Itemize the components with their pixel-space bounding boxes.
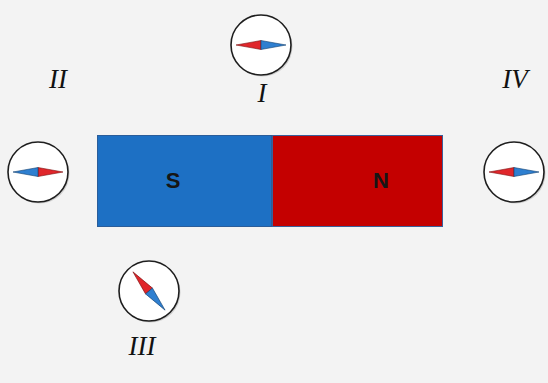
compass-needle <box>236 41 286 50</box>
compass <box>231 15 293 77</box>
compass-label: I <box>258 80 267 107</box>
magnet-south-pole: S <box>97 135 272 227</box>
compass-case <box>484 142 544 202</box>
compass-label: II <box>49 66 67 93</box>
compass-case <box>231 15 291 75</box>
compass-case <box>8 142 68 202</box>
compass-label: III <box>129 333 156 360</box>
compass <box>8 142 70 204</box>
pole-letter: N <box>373 170 389 192</box>
compass-case <box>119 261 179 321</box>
compass <box>119 261 181 323</box>
compass-label: IV <box>502 66 527 93</box>
pole-letter: S <box>166 170 181 192</box>
magnet-north-pole: N <box>272 135 443 227</box>
compass-needle <box>489 168 539 177</box>
compass <box>484 142 546 204</box>
compass-needle <box>13 168 63 177</box>
compass-needle <box>129 269 168 313</box>
